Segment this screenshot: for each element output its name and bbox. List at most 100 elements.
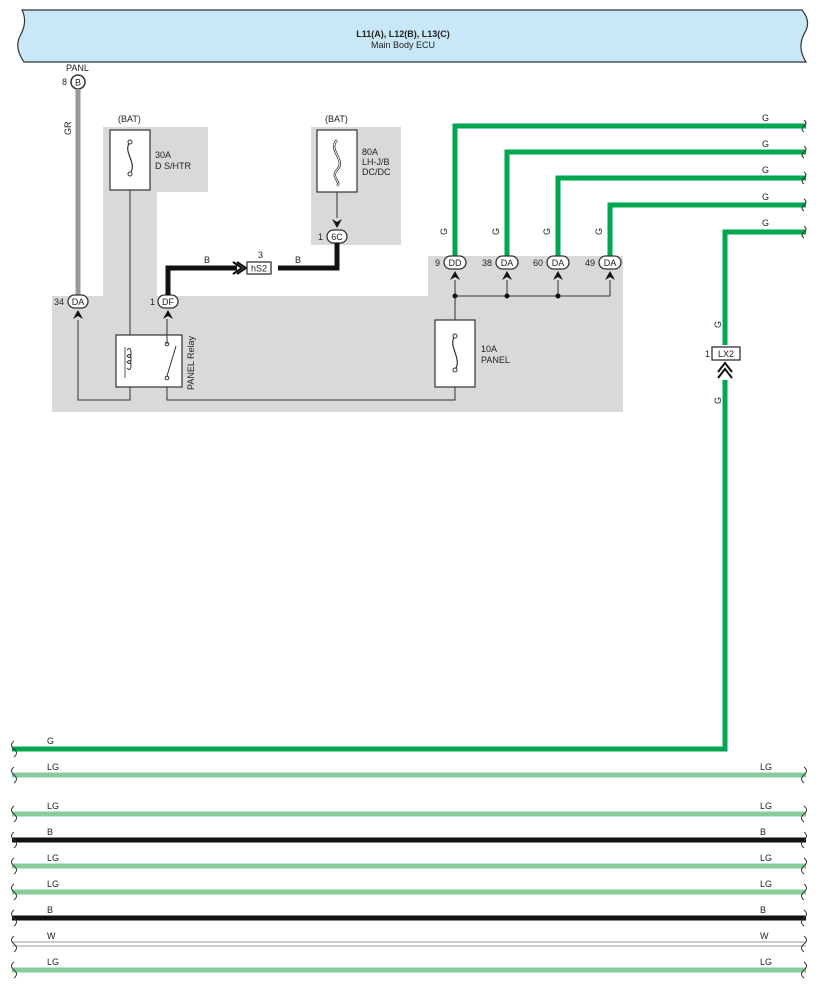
da34-code: DA — [72, 297, 85, 307]
da49-terminal-icon — [605, 271, 615, 280]
g-label-2: G — [762, 139, 769, 149]
green-wires-top — [452, 123, 806, 345]
fuse-d-shtr-source: (BAT) — [118, 114, 141, 124]
da38-terminal-icon — [502, 271, 512, 280]
da49-pin: 49 — [585, 258, 595, 268]
df1-terminal-icon — [163, 310, 173, 319]
bottom-wire-right-label: W — [760, 931, 769, 941]
da60-connector — [546, 255, 570, 270]
bottom-wire-left-label: G — [47, 736, 54, 746]
fuse-lhjb-amps: 80A — [362, 147, 378, 157]
da38-code: DA — [501, 258, 514, 268]
wire-g-lx2-down — [12, 380, 728, 752]
internal-bus — [454, 280, 611, 320]
da60-code: DA — [552, 258, 565, 268]
relay-switch-icon — [166, 345, 177, 377]
wire-b-to-df — [165, 265, 237, 295]
bottom-wire-left-label: LG — [47, 853, 59, 863]
c6-terminal-icon — [332, 219, 342, 228]
wire-break-mark-right — [801, 909, 807, 927]
g-vert-label-2: G — [491, 228, 501, 235]
wire-relay-coil-ground — [77, 320, 131, 401]
bottom-wire-left-label: B — [47, 905, 53, 915]
bottom-wire-left-label: B — [47, 827, 53, 837]
lx2-terminal-icon — [717, 361, 733, 379]
lx2-g-label-upper: G — [713, 321, 723, 328]
wire-break-mark-right — [801, 805, 807, 823]
wire-break-mark-left — [11, 935, 17, 953]
da60-terminal-icon — [553, 271, 563, 280]
lx2-code: LX2 — [718, 349, 734, 359]
g-label-5: G — [762, 218, 769, 228]
wire-g-da60 — [555, 175, 806, 257]
bottom-wire-left-label: LG — [47, 801, 59, 811]
fuse-lhjb-name: LH-J/B — [362, 157, 390, 167]
dd9-code: DD — [449, 258, 462, 268]
wire-break-mark-right — [801, 831, 807, 849]
bottom-wire-left-label: LG — [47, 957, 59, 967]
wire-break-mark-right — [801, 961, 807, 979]
ecu-subtitle: Main Body ECU — [371, 40, 435, 50]
panel-relay-label: PANEL Relay — [186, 335, 196, 390]
da49-connector — [598, 255, 622, 270]
bottom-wire-right-label: B — [760, 827, 766, 837]
bottom-wire-left-label: LG — [47, 762, 59, 772]
wire-break-mark-left — [11, 909, 17, 927]
hs2-connector — [246, 261, 272, 275]
fuse-lhjb-name2: DC/DC — [362, 167, 391, 177]
da34-connector — [67, 294, 89, 309]
wire-g-da38 — [504, 149, 806, 257]
wire-b-label-left: B — [204, 255, 210, 265]
dd9-connector — [443, 255, 467, 270]
da49-code: DA — [604, 258, 617, 268]
g-label-3: G — [762, 165, 769, 175]
c6-code: 6C — [331, 232, 343, 242]
dd9-terminal-icon — [450, 271, 460, 280]
wire-break-mark-left — [11, 740, 17, 758]
bottom-wire-right-label: B — [760, 905, 766, 915]
wire-break-mark-left — [11, 961, 17, 979]
hs2-code: hS2 — [251, 264, 267, 274]
relay-coil-icon — [126, 348, 132, 370]
da34-pin: 34 — [54, 297, 64, 307]
fuse-panel-icon — [452, 335, 458, 371]
dd9-pin: 9 — [435, 258, 440, 268]
fuse-d-shtr-amps: 30A — [155, 150, 171, 160]
fuse-d-shtr-name: D S/HTR — [155, 161, 192, 171]
wire-break-mark-left — [11, 805, 17, 823]
bottom-wire-right-label: LG — [760, 957, 772, 967]
bottom-wire-right-label: LG — [760, 801, 772, 811]
wire-break-mark-left — [11, 831, 17, 849]
main-body-ecu-block — [17, 9, 809, 63]
wire-g-dd9 — [452, 123, 806, 257]
c6-pin: 1 — [318, 232, 323, 242]
wire-b-label-right: B — [295, 255, 301, 265]
wire-break-mark-right — [801, 883, 807, 901]
wire-g-da49 — [607, 202, 806, 257]
wire-break-mark-left — [11, 766, 17, 784]
bottom-wire-right-label: LG — [760, 853, 772, 863]
bus-junction-dots — [452, 293, 561, 299]
panl-pin-number: 8 — [62, 77, 67, 87]
panl-pin-label: PANL — [66, 63, 89, 73]
wire-break-mark-right — [801, 935, 807, 953]
bottom-wire-right-label: LG — [760, 879, 772, 889]
df1-pin: 1 — [150, 297, 155, 307]
bottom-wire-left-label: W — [47, 931, 56, 941]
g-vert-label-4: G — [594, 228, 604, 235]
panel-relay-box — [115, 334, 183, 388]
df1-code: DF — [162, 297, 174, 307]
fuse-d-shtr-box — [109, 129, 151, 191]
hs2-terminal-icon — [232, 261, 248, 275]
fuse-lhjb-source: (BAT) — [325, 114, 348, 124]
hs2-pin: 3 — [258, 250, 263, 260]
da38-connector — [495, 255, 519, 270]
wire-b-main — [278, 243, 340, 271]
bottom-wire-left-label: LG — [47, 879, 59, 889]
fuse-panel-amps: 10A — [481, 344, 497, 354]
da60-pin: 60 — [533, 258, 543, 268]
wire-break-mark-left — [11, 883, 17, 901]
g-vert-label-3: G — [542, 228, 552, 235]
lx2-connector — [711, 346, 741, 361]
